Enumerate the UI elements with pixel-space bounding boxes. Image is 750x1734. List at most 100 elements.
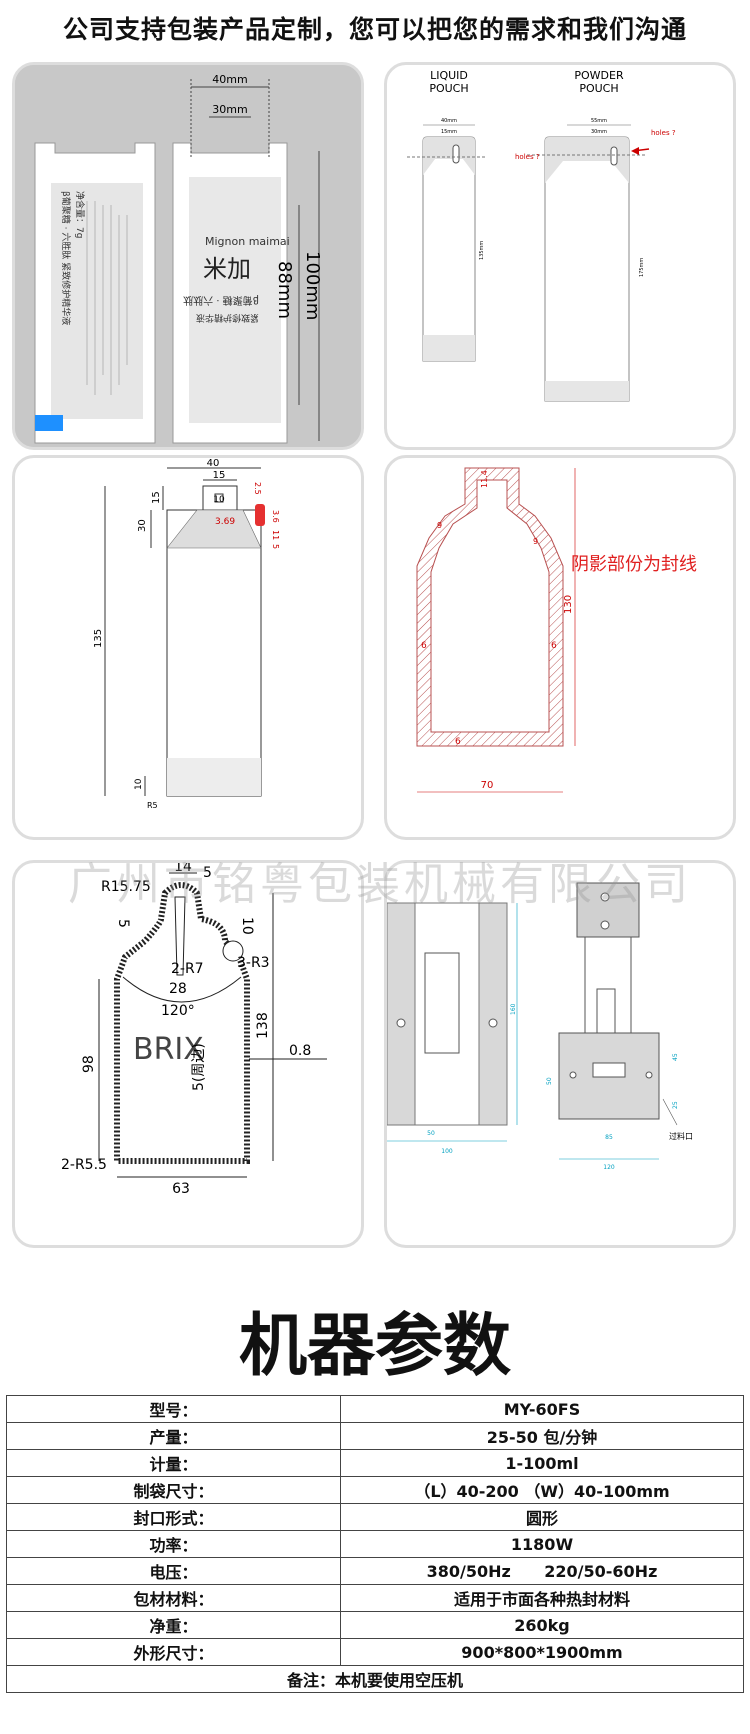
panel-bottle-pouch: 14 5 R15.75 5 10 2-R7 3-R3 28 120° BRIX …: [12, 860, 364, 1248]
liquid-holes-label: holes ?: [515, 153, 540, 161]
dim-130: 130: [563, 595, 574, 614]
dim-98: 98: [81, 1055, 97, 1073]
panel-seal-mold: 100 50 160 120 85 45 50 25 过料口: [384, 860, 736, 1248]
dim-70: 70: [481, 780, 494, 791]
dim-6-left: 6: [421, 641, 427, 651]
mold-dim-50-side: 50: [546, 1077, 553, 1085]
param-label: 包材材料：: [6, 1584, 341, 1612]
dim-0-8: 0.8: [289, 1043, 311, 1059]
dim-14: 14: [174, 863, 192, 875]
mold-dim-50: 50: [427, 1130, 435, 1137]
table-row: 包材材料：适用于市面各种热封材料: [6, 1584, 744, 1612]
dim-10: 10: [213, 495, 225, 505]
section-title: 机器参数: [238, 1306, 511, 1386]
dim-15: 15: [213, 470, 226, 481]
dim-10: 10: [239, 917, 255, 935]
radius-2-r7: 2-R7: [171, 961, 204, 977]
table-row: 外形尺寸：900*800*1900mm: [6, 1638, 744, 1666]
mold-dim-25: 25: [672, 1101, 679, 1109]
seal-line-note: 阴影部份为封线: [571, 554, 697, 575]
powder-title-2: POUCH: [579, 82, 618, 95]
dim-11: 11: [271, 530, 280, 540]
dim-100mm: 100mm: [302, 251, 323, 320]
dim-11-4: 11.4: [480, 470, 489, 488]
param-label: 型号：: [6, 1395, 341, 1423]
dim-3-6: 3.6: [271, 510, 280, 523]
table-row: 封口形式：圆形: [6, 1503, 744, 1531]
feed-port-label: 过料口: [669, 1131, 693, 1141]
param-label: 计量：: [6, 1449, 341, 1477]
param-value: 适用于市面各种热封材料: [340, 1584, 744, 1612]
liquid-dim-40: 40mm: [441, 118, 457, 124]
dim-135: 135: [93, 629, 104, 648]
param-label: 功率：: [6, 1530, 341, 1558]
powder-dim-55: 55mm: [591, 118, 607, 124]
table-row: 制袋尺寸：（L）40-200 （W）40-100mm: [6, 1476, 744, 1504]
table-row: 产量：25-50 包/分钟: [6, 1422, 744, 1450]
product-line-1: β葡聚糖 · 六肽肽: [183, 294, 259, 307]
table-row: 电压：380/50Hz 220/50-60Hz: [6, 1557, 744, 1585]
angle-120: 120°: [161, 1003, 195, 1019]
mold-dim-120: 120: [603, 1164, 615, 1171]
param-value: 1-100ml: [340, 1449, 744, 1477]
dim-138: 138: [255, 1012, 271, 1039]
param-value: 25-50 包/分钟: [340, 1422, 744, 1450]
dim-40: 40: [207, 458, 220, 469]
param-value: （L）40-200 （W）40-100mm: [340, 1476, 744, 1504]
brand-en: Mignon maimai: [205, 235, 290, 248]
dim-40mm: 40mm: [212, 73, 247, 86]
radius-3-r3: 3-R3: [237, 955, 270, 971]
liquid-dim-135: 135mm: [479, 241, 485, 260]
table-row: 计量：1-100ml: [6, 1449, 744, 1477]
mold-dim-100: 100: [441, 1148, 453, 1155]
dim-2-5: 2.5: [253, 482, 262, 495]
dim-r5: R5: [147, 801, 158, 810]
powder-holes-label: holes ?: [651, 129, 676, 137]
edge-width: 5(周边): [191, 1043, 207, 1091]
dim-9-right: 9: [533, 537, 538, 546]
table-row: 净重：260kg: [6, 1611, 744, 1639]
param-label: 制袋尺寸：: [6, 1476, 341, 1504]
brix-label: BRIX: [133, 1032, 204, 1067]
radius-15-75: R15.75: [101, 879, 151, 895]
param-value: 380/50Hz 220/50-60Hz: [340, 1557, 744, 1585]
param-value: 900*800*1900mm: [340, 1638, 744, 1666]
dim-30: 30: [137, 519, 148, 532]
brand-cn: 米加: [203, 255, 251, 283]
table-note: 备注：本机要使用空压机: [6, 1665, 744, 1693]
param-label: 电压：: [6, 1557, 341, 1585]
back-line-1: β葡聚糖 · 六胜肽 紧致修护精华液: [60, 191, 72, 325]
radius-2-r5-5: 2-R5.5: [61, 1157, 107, 1173]
dim-9-left: 9: [437, 521, 442, 530]
dim-5-left: 5: [115, 919, 131, 928]
panel-pouch-artwork: 40mm 30mm 88mm 100mm Mignon maimai 米加 β葡…: [12, 62, 364, 450]
dim-63: 63: [172, 1181, 190, 1197]
dim-88mm: 88mm: [274, 261, 295, 319]
machine-parameters-table: 型号：MY-60FS 产量：25-50 包/分钟 计量：1-100ml 制袋尺寸…: [6, 1395, 744, 1693]
liquid-title-1: LIQUID: [430, 69, 468, 82]
liquid-dim-15: 15mm: [441, 129, 457, 135]
panel-pouch-dimensions: 40 15 10 3.69 30 15 135 10 R5 2.5 3.6 11…: [12, 455, 364, 840]
param-label: 外形尺寸：: [6, 1638, 341, 1666]
dim-6-right: 6: [551, 641, 557, 651]
mold-dim-45: 45: [672, 1053, 679, 1061]
banner-text: 公司支持包装产品定制，您可以把您的需求和我们沟通: [62, 15, 687, 44]
param-label: 净重：: [6, 1611, 341, 1639]
liquid-title-2: POUCH: [429, 82, 468, 95]
panel-pouch-types: LIQUID POUCH POWDER POUCH 40mm 15mm 135m…: [384, 62, 736, 450]
table-row: 备注：本机要使用空压机: [6, 1665, 744, 1693]
back-line-2: 净含量：7g: [74, 191, 86, 238]
table-row: 功率：1180W: [6, 1530, 744, 1558]
param-value: 1180W: [340, 1530, 744, 1558]
mold-dim-160: 160: [510, 1003, 517, 1015]
param-value: MY-60FS: [340, 1395, 744, 1423]
mold-dim-85: 85: [605, 1134, 613, 1141]
dim-3-69: 3.69: [215, 517, 235, 527]
dim-6-bottom: 6: [455, 737, 461, 747]
product-line-2: 紧致修护精华液: [196, 312, 259, 324]
powder-dim-175: 175mm: [639, 258, 645, 277]
dim-15-vertical: 15: [151, 491, 162, 504]
param-value: 260kg: [340, 1611, 744, 1639]
dim-5: 5: [271, 544, 280, 549]
param-label: 封口形式：: [6, 1503, 341, 1531]
